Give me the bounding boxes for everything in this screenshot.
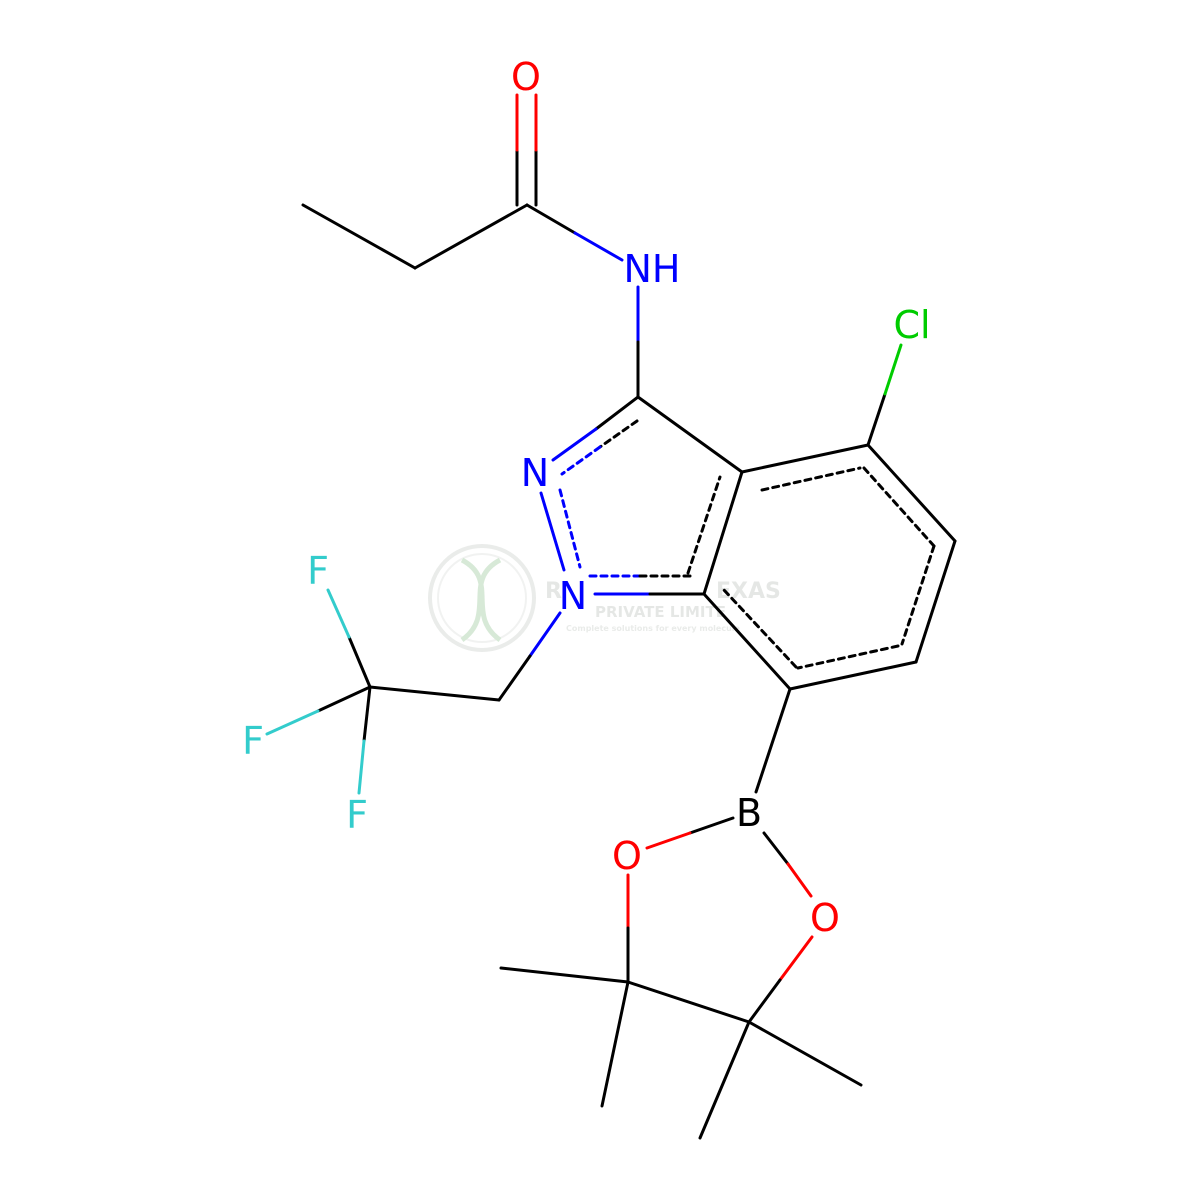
bond-b-oleft-b [645, 831, 692, 850]
atom-o-carbonyl: O [511, 55, 541, 99]
atom-o-right: O [810, 896, 840, 940]
bond-n2-n1-dash [558, 488, 582, 569]
bond-c6-c7 [788, 660, 918, 691]
bond-ch2-cf3 [368, 685, 501, 702]
bond-cf3-f2-a [316, 685, 372, 713]
atom-b: B [736, 791, 762, 835]
bond-n1-ch2-a [528, 611, 562, 658]
bond-b-oright-a [762, 831, 790, 866]
watermark-dna-icon [460, 557, 502, 643]
bond-c4-cl-b [883, 343, 903, 396]
bond-n1-ch2-b [497, 654, 532, 702]
atom-cl: Cl [893, 303, 930, 347]
bond-c-c-ring [626, 980, 751, 1024]
bond-c3-n2-dash-b [560, 445, 602, 476]
bond-b-oright-b [786, 862, 813, 898]
atom-n2: N [521, 451, 549, 495]
bond-c7a-c3a-dash [686, 475, 722, 575]
watermark-line3: Complete solutions for every molecule [566, 624, 741, 633]
watermark-line2: PRIVATE LIMITE [595, 603, 726, 621]
bond-cright-me1 [747, 1020, 863, 1087]
bond-c5-c6 [914, 539, 957, 664]
bond-c3a-c4-dash [760, 466, 862, 492]
watermark: R EXAS PRIVATE LIMITE Complete solutions… [428, 544, 781, 652]
atom-f1: F [307, 549, 329, 593]
bonds [265, 93, 957, 1140]
bond-c6-c7-dash [796, 644, 900, 670]
watermark-line1-start: R [545, 579, 562, 604]
watermark-logo-circle [428, 544, 536, 652]
bond-c3-n2-dash-a [598, 419, 639, 449]
bond-carbonyl-nh-b [573, 231, 624, 262]
watermark-logo-inner [437, 553, 527, 643]
bond-c7-c7a-dash [722, 588, 798, 669]
bond-oright-c-a [778, 935, 814, 982]
bond-ch2-carbonyl [413, 203, 529, 270]
bond-n2-n1 [539, 491, 566, 572]
bond-c7a-c3a [702, 470, 744, 596]
bond-carbonyl-nh-a [525, 203, 577, 235]
bond-c3-n2-a [594, 395, 640, 431]
bond-c7-c7a [702, 592, 792, 691]
atom-labels: O NH Cl N N F F F B O O [242, 55, 930, 940]
bond-cf3-f2-b [265, 709, 320, 736]
bond-c4-c5-dash [862, 466, 936, 548]
atom-o-left: O [612, 834, 642, 878]
bond-ch3-ch2 [301, 203, 417, 270]
bond-cf3-f3-a [362, 685, 372, 743]
bond-c3a-c4 [740, 443, 870, 474]
bond-cleft-me2 [600, 980, 630, 1108]
bond-c5-c6-dash [900, 544, 936, 646]
bond-c3-n2-b [551, 427, 598, 462]
atom-nh: NH [624, 247, 681, 291]
bond-c3a-c3 [636, 395, 744, 474]
bond-cright-me2 [698, 1020, 751, 1140]
atom-n1: N [559, 574, 587, 618]
bond-c7-b [754, 687, 792, 794]
bond-cf3-f1-a [347, 635, 372, 689]
bond-c4-c5 [866, 443, 957, 543]
bond-c4-cl-a [866, 392, 887, 447]
bond-oright-c-b [747, 978, 782, 1024]
bond-cleft-me1 [499, 966, 630, 984]
atom-f3: F [346, 793, 368, 837]
bond-cf3-f3-b [357, 739, 366, 795]
bond-b-oleft-a [688, 816, 735, 835]
atom-f2: F [242, 719, 264, 763]
bond-cf3-f1-b [326, 588, 351, 639]
